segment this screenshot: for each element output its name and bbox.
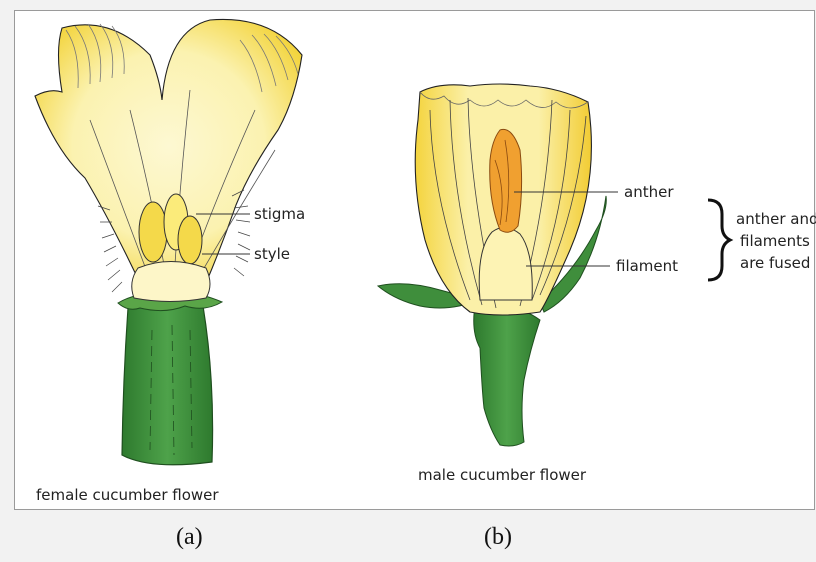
label-style: style — [254, 245, 290, 263]
note-line-3: are fused — [740, 254, 810, 272]
note-line-1: anther and — [736, 210, 816, 228]
male-stem — [474, 300, 540, 446]
label-stigma: stigma — [254, 205, 305, 223]
label-filament: filament — [616, 257, 678, 275]
caption-female: female cucumber flower — [36, 486, 219, 504]
style-column — [132, 262, 210, 302]
label-anther: anther — [624, 183, 674, 201]
subfigure-label-a: (a) — [176, 524, 203, 551]
caption-male: male cucumber flower — [418, 466, 587, 484]
subfigure-label-b: (b) — [484, 524, 512, 551]
ovary — [122, 301, 213, 464]
female-flower — [35, 19, 302, 464]
note-line-2: filaments — [740, 232, 810, 250]
brace — [708, 200, 730, 280]
